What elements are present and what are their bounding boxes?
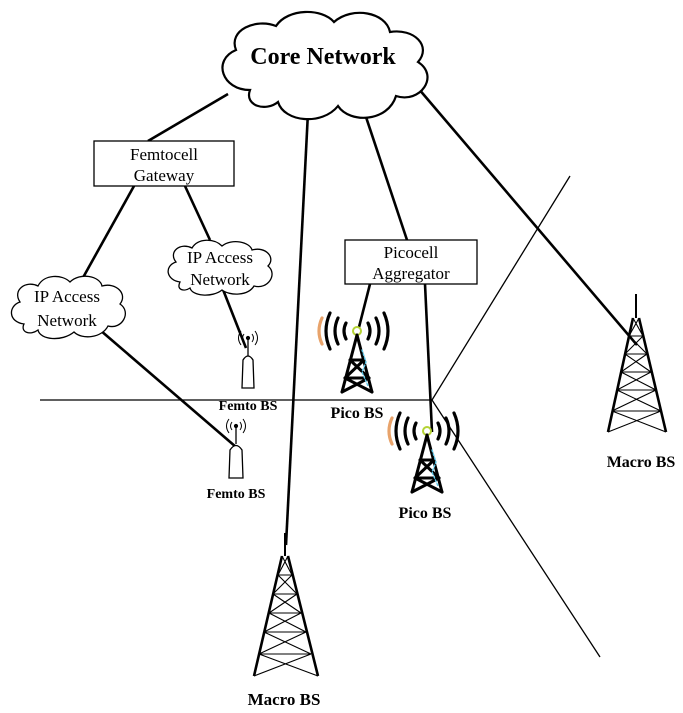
core-network-label: Core Network xyxy=(250,44,396,70)
picocell-aggregator: Picocell Aggregator xyxy=(344,239,478,285)
pico-bs-lower-tower-icon xyxy=(410,433,444,494)
pico-bs-lower-label: Pico BS xyxy=(399,505,452,522)
femto-bs-upper-label: Femto BS xyxy=(219,399,278,414)
link-femtogw-ipleft xyxy=(78,185,136,284)
femto-bs-upper-device-icon xyxy=(241,355,255,389)
ip-access-mid-label-line2: Network xyxy=(190,270,250,289)
femto-bs-upper: Femto BS xyxy=(219,330,278,414)
cell-boundaries xyxy=(40,175,601,658)
ip-access-left-label-line1: IP Access xyxy=(34,287,100,306)
pico-bs-upper-tower-icon xyxy=(340,333,374,394)
femtocell-gateway-label-line1: Femtocell xyxy=(130,145,198,164)
core-network-cloud: Core Network xyxy=(221,10,429,121)
ip-access-left-label-line2: Network xyxy=(37,311,97,330)
picocell-aggregator-label-line2: Aggregator xyxy=(372,264,450,283)
ip-access-mid-label-line1: IP Access xyxy=(187,248,253,267)
femto-bs-upper-signal-icon xyxy=(238,330,258,346)
boundary-diagonal-lower xyxy=(431,399,601,658)
ip-access-left-cloud-shape xyxy=(10,275,126,340)
femto-bs-lower-signal-icon xyxy=(226,418,246,434)
ip-access-mid-cloud-shape xyxy=(167,239,273,296)
link-core-macro-right xyxy=(417,87,638,346)
femtocell-gateway-box xyxy=(93,140,235,187)
pico-bs-upper-signal-icon xyxy=(317,311,390,351)
link-ipleft-femto-lower xyxy=(99,329,237,448)
link-core-femtogw xyxy=(147,92,229,143)
macro-bs-right-label: Macro BS xyxy=(607,454,676,471)
picocell-aggregator-box xyxy=(344,239,478,285)
macro-bs-right: Macro BS xyxy=(606,294,676,471)
picocell-aggregator-label-line1: Picocell xyxy=(384,243,439,262)
femto-bs-lower: Femto BS xyxy=(207,418,266,502)
macro-bs-bottom-label: Macro BS xyxy=(248,690,321,709)
link-core-macro-bottom xyxy=(284,111,310,546)
macro-bs-bottom-tower-icon xyxy=(252,533,320,677)
ip-access-network-mid: IP Access Network xyxy=(167,239,273,296)
macro-bs-right-tower-icon xyxy=(606,294,668,433)
core-network-cloud-shape xyxy=(221,10,429,121)
pico-bs-upper: Pico BS xyxy=(317,311,390,422)
network-links xyxy=(78,87,638,546)
femto-bs-lower-label: Femto BS xyxy=(207,487,266,502)
boundary-diagonal-upper xyxy=(431,175,571,401)
femtocell-gateway-label-line2: Gateway xyxy=(134,166,195,185)
pico-bs-upper-label: Pico BS xyxy=(331,405,384,422)
femto-bs-lower-device-icon xyxy=(228,444,244,479)
link-core-pico-agg xyxy=(361,107,409,241)
link-picoagg-pico-lower xyxy=(423,283,434,433)
macro-bs-bottom: Macro BS xyxy=(248,533,321,709)
pico-bs-lower: Pico BS xyxy=(387,411,460,522)
femtocell-gateway: Femtocell Gateway xyxy=(93,140,235,187)
link-femtogw-ipmid xyxy=(183,185,212,241)
ip-access-network-left: IP Access Network xyxy=(10,275,126,340)
